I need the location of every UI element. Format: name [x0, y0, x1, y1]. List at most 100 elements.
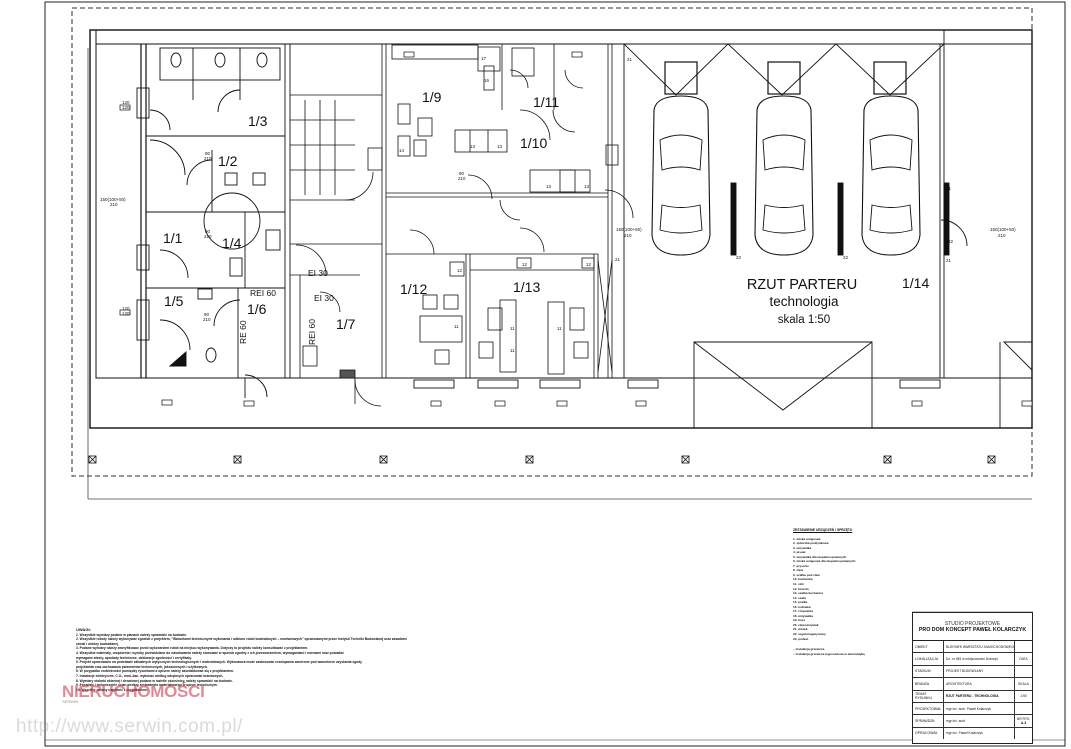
legend-item: 6. miska ustępowa dla niepełnosprawnych [793, 559, 856, 564]
tb-key: OPRACOWAŁ [913, 727, 944, 740]
watermark-logo-sub: SERWIN [62, 699, 78, 704]
note-line: 9. Posadzki i wykończenie ścian według z… [76, 683, 218, 688]
room-label-1-10: 1/10 [520, 135, 547, 151]
watermark-logo: NIERUCHOMOŚCI [62, 682, 205, 701]
car-1 [651, 61, 711, 256]
door-label-int-4: 90 [204, 312, 210, 317]
equip-21d: 21 [946, 258, 952, 263]
room-label-1-5: 1/5 [164, 293, 184, 309]
garage [622, 29, 1033, 429]
legend-item: 20. zlewozmywak [793, 622, 819, 627]
windows [136, 87, 941, 389]
equip-13d: 13 [584, 184, 590, 189]
door-label-int-2: 90 [205, 229, 211, 234]
plan-title-main: RZUT PARTERU [747, 277, 857, 293]
legend-item: 3. umywalka [793, 545, 812, 550]
title-block: STUDIO PROJEKTOWE PRO DOM KONCEPT PAWEŁ … [912, 612, 1033, 744]
equip-13c: 13 [546, 184, 552, 189]
tb-value: BUDYNEK WARSZTATU SAMOCHODOWEGO [946, 644, 1014, 649]
tb-value: Dz. nr 459 w miejscowości Dobrzyń [946, 657, 999, 662]
room-label-1-3: 1/3 [248, 113, 268, 129]
room-label-1-12: 1/12 [400, 281, 427, 297]
door-label-int-4-h: 210 [203, 317, 211, 322]
equip-11b: 11 [510, 326, 515, 331]
room-label-1-9: 1/9 [422, 89, 442, 105]
room-label-1-14: 1/14 [902, 275, 929, 291]
watermark-url: http://www.serwin.com.pl/ [16, 716, 243, 737]
title-block-row: TEMAT RYSUNKU RZUT PARTERU - TECHNOLOGIA… [913, 690, 1032, 703]
window-label-1-h: 120 [122, 105, 130, 110]
tb-key: OBIEKT [913, 641, 944, 653]
note-line: 1. Wszystkie wymiary podane w planach na… [76, 632, 188, 637]
door-label-garage: 150(100+50) [990, 227, 1016, 232]
tb-key: PROJEKTOWAŁ [913, 702, 944, 715]
note-line: 6. W przypadku rozbieżności pomiędzy rys… [76, 669, 235, 674]
tb-side: 1:50 [1014, 690, 1032, 702]
note-line: 2. Wszystkie roboty należy wykonywać zgo… [76, 637, 407, 642]
title-block-row: BRANŻA ARCHITEKTURA SKALA [913, 678, 1032, 691]
tb-value: mgr inż. arch. Paweł Kolarczyk [946, 706, 992, 711]
notes-heading: UWAGI: [76, 628, 91, 632]
note-line: 7. Instalacje elektryczne, C.O., wod.-ka… [76, 673, 224, 678]
title-block-row: PROJEKTOWAŁ mgr inż. arch. Paweł Kolarcz… [913, 702, 1032, 716]
fire-label-rei-1: REI 60 [250, 288, 276, 298]
dashed-boundary [71, 7, 1033, 477]
car-2 [754, 61, 814, 256]
legend-heading: ZESTAWIENIE URZĄDZEŃ I SPRZĘTU [793, 528, 853, 532]
legend-item: 5. umywalka dla niepełnosprawnych [793, 554, 847, 559]
title-block-row: STADIUM PROJEKT BUDOWLANY [913, 665, 1032, 679]
room-label-1-7: 1/7 [336, 316, 356, 332]
window-label-1: 120 [122, 100, 130, 105]
tb-value: RZUT PARTERU - TECHNOLOGIA [946, 694, 999, 699]
tb-value: PROJEKT BUDOWLANY [946, 669, 984, 674]
note-line: 10. Wszelkie zmiany uzgodnić z projektan… [76, 687, 149, 692]
tb-key: STADIUM [913, 665, 944, 678]
window-label-2-h: 120 [122, 311, 130, 316]
equip-12c: 12 [586, 262, 592, 267]
equip-21c: 21 [615, 257, 621, 262]
tb-side [1014, 665, 1032, 678]
legend-item: 15. pralka [793, 600, 808, 605]
title-block-studio: STUDIO PROJEKTOWE PRO DOM KONCEPT PAWEŁ … [913, 613, 1032, 641]
tb-value: ARCHITEKTURA [946, 681, 972, 686]
fire-label-ei-2: EI 30 [314, 293, 334, 303]
plan-title-sub: technologia [769, 294, 839, 309]
legend-item: 23. podest [793, 636, 809, 641]
title-block-row: LOKALIZACJA Dz. nr 459 w miejscowości Do… [913, 653, 1032, 666]
legend-item: 17. zmywarka [793, 609, 813, 614]
tb-side: SKALA [1014, 678, 1032, 690]
fire-rating-labels: REI 60 EI 30 EI 30 REI 60 RE 60 [238, 268, 334, 345]
note-line: sztuki i wiedzy budowlanej. [76, 641, 119, 646]
tb-key: LOKALIZACJA [913, 653, 944, 665]
legend-item: 14. szafa [793, 595, 806, 600]
equip-14: 14 [399, 148, 405, 153]
tb-side [1014, 727, 1032, 740]
heater-markers [119, 51, 1033, 407]
door-label-int-3-h: 210 [458, 176, 466, 181]
equip-17: 17 [481, 56, 487, 61]
plan-title: RZUT PARTERU technologia skala 1:50 [747, 277, 857, 326]
fire-label-rei-2: REI 60 [307, 319, 317, 345]
equip-21b: 21 [946, 186, 952, 191]
legend-item: 11. stół [793, 582, 804, 587]
tb-value: mgr inż. arch. [946, 719, 966, 724]
tb-key: TEMAT RYSUNKU [913, 690, 944, 702]
door-label-kitchen-h: 210 [624, 233, 632, 238]
fire-label-ei-1: EI 30 [308, 268, 328, 278]
door-label-int-1-h: 210 [204, 156, 212, 161]
legend-item: 21. wózek [793, 627, 808, 632]
equip-13b: 13 [497, 144, 503, 149]
legend-item: 8. zlew [793, 568, 803, 573]
note-line: 3. Podane wymiary należy zweryfikować pr… [76, 646, 309, 651]
door-label-kitchen: 150(100+50) [616, 227, 642, 232]
legend-item: 18. umywalka [793, 613, 813, 618]
title-block-row: OPRACOWAŁ mgr inż. Paweł Kolarczyk [913, 727, 1032, 740]
equip-22c: 22 [948, 239, 954, 244]
kitchen-block [367, 44, 634, 378]
plan-title-scale: skala 1:50 [778, 314, 830, 326]
legend-item: 22. regał magazynowy [793, 632, 826, 637]
equip-13a: 13 [470, 144, 476, 149]
door-label-left-h: 210 [110, 202, 118, 207]
equip-11d: 11 [557, 326, 562, 331]
